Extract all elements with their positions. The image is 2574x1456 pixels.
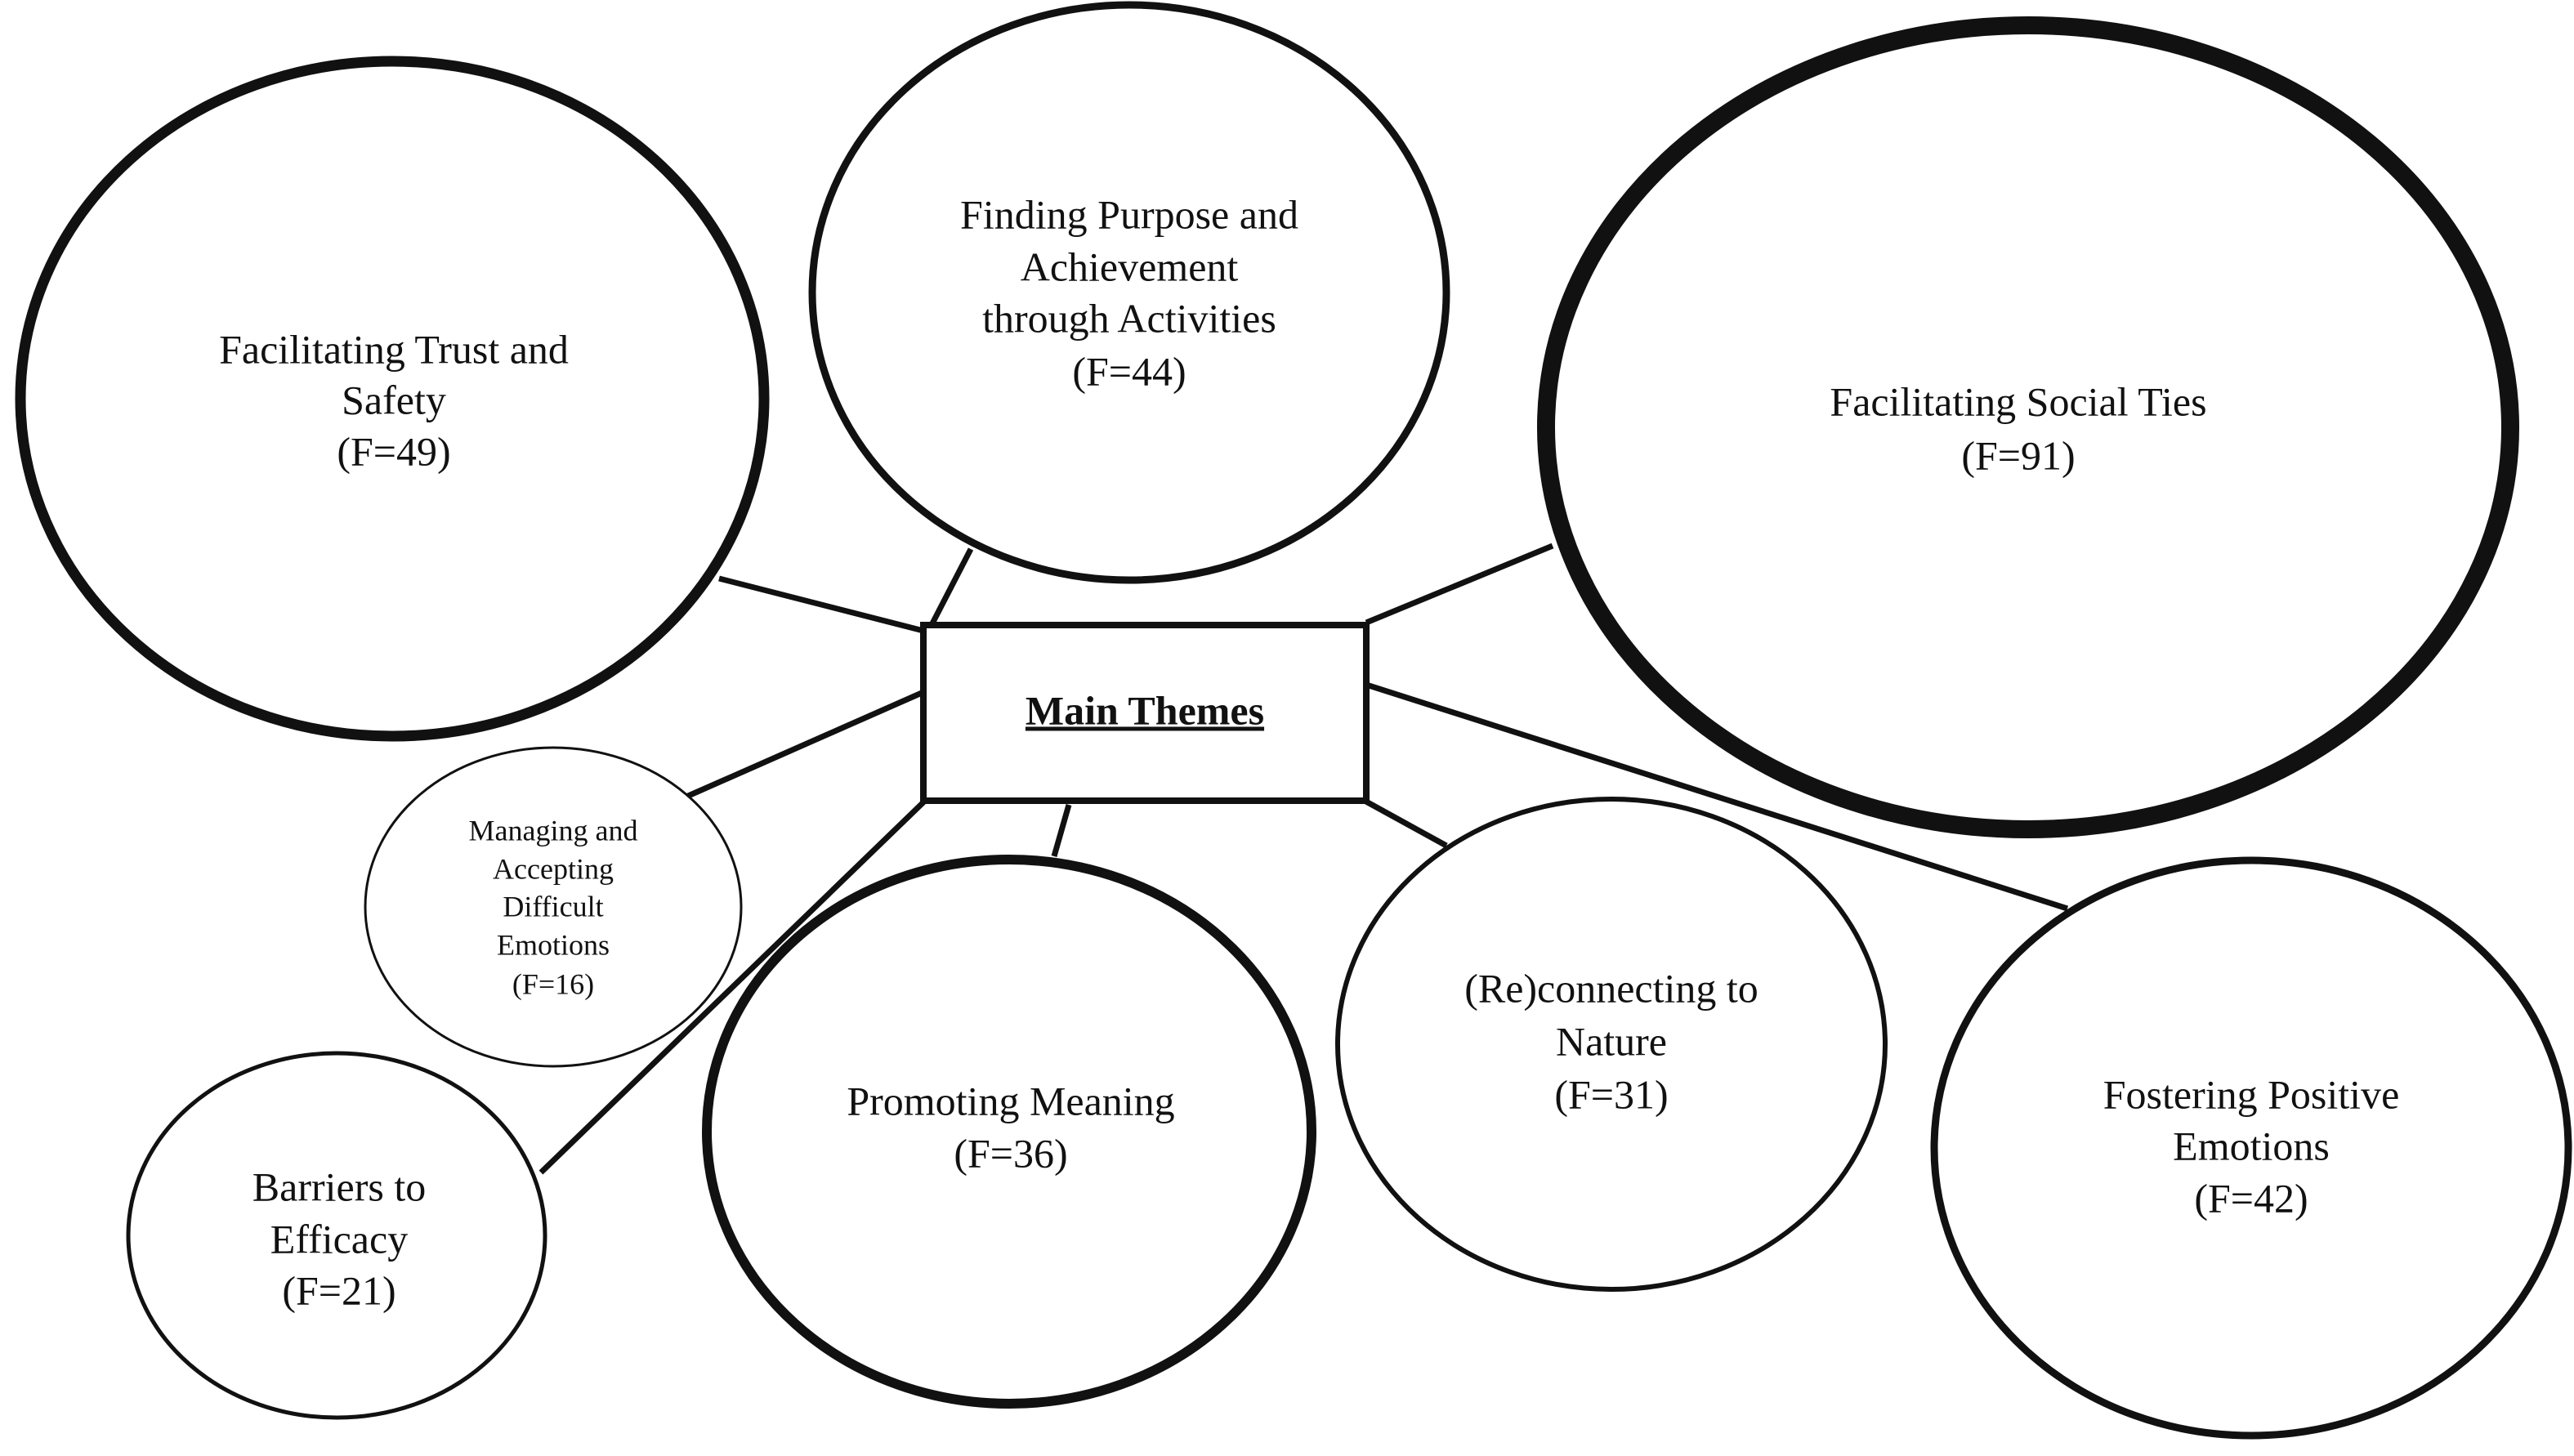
connectors bbox=[538, 543, 2069, 1175]
theme-label-managing-line-1: Managing and bbox=[469, 814, 638, 846]
theme-circle-managing bbox=[364, 746, 743, 1068]
theme-label-nature-line-2: Nature bbox=[1556, 1018, 1667, 1064]
theme-frequency-meaning: (F=36) bbox=[954, 1130, 1067, 1176]
connector-meaning bbox=[1051, 804, 1072, 857]
connector-trust bbox=[718, 575, 924, 634]
theme-label-purpose-line-1: Finding Purpose and bbox=[960, 191, 1298, 237]
theme-label-managing-line-4: Emotions bbox=[497, 928, 610, 961]
theme-frequency-nature: (F=31) bbox=[1554, 1071, 1668, 1117]
theme-frequency-social: (F=91) bbox=[1961, 432, 2075, 478]
theme-frequency-positive: (F=42) bbox=[2194, 1175, 2308, 1221]
theme-node-purpose: Finding Purpose and Achievement through … bbox=[808, 1, 1450, 584]
connector-positive bbox=[1365, 681, 2069, 912]
theme-circle-purpose bbox=[808, 1, 1450, 584]
connector-nature bbox=[1363, 797, 1448, 849]
theme-label-trust-line-2: Safety bbox=[342, 377, 446, 422]
theme-circle-nature bbox=[1335, 797, 1888, 1292]
theme-label-nature-line-1: (Re)connecting to bbox=[1464, 965, 1758, 1011]
theme-node-nature: (Re)connecting to Nature (F=31) bbox=[1335, 797, 1888, 1292]
connector-social bbox=[1365, 543, 1554, 626]
center-box bbox=[920, 622, 1370, 804]
theme-label-trust-line-1: Facilitating Trust and bbox=[219, 326, 569, 372]
center-title: Main Themes bbox=[1026, 687, 1264, 733]
connector-barriers bbox=[538, 798, 927, 1175]
theme-label-social-line-1: Facilitating Social Ties bbox=[1830, 378, 2206, 424]
theme-node-meaning: Promoting Meaning (F=36) bbox=[702, 855, 1316, 1409]
theme-node-positive: Fostering Positive Emotions (F=42) bbox=[1930, 856, 2572, 1440]
theme-frequency-barriers: (F=21) bbox=[282, 1267, 395, 1313]
theme-label-barriers-line-2: Efficacy bbox=[270, 1216, 408, 1262]
theme-label-barriers-line-1: Barriers to bbox=[252, 1163, 426, 1209]
connector-managing bbox=[685, 690, 923, 800]
theme-circle-meaning bbox=[702, 855, 1316, 1409]
theme-node-social: Facilitating Social Ties (F=91) bbox=[1537, 16, 2519, 838]
theme-frequency-managing: (F=16) bbox=[512, 967, 594, 1000]
theme-node-barriers: Barriers to Efficacy (F=21) bbox=[126, 1051, 547, 1420]
theme-node-managing: Managing and Accepting Difficult Emotion… bbox=[364, 746, 743, 1068]
theme-label-managing-line-2: Accepting bbox=[493, 852, 614, 885]
connector-purpose bbox=[928, 547, 974, 627]
theme-label-positive-line-1: Fostering Positive bbox=[2103, 1071, 2400, 1117]
theme-label-managing-line-3: Difficult bbox=[503, 890, 603, 922]
theme-label-purpose-line-3: through Activities bbox=[982, 295, 1276, 341]
center-node: Main Themes bbox=[920, 622, 1370, 804]
theme-frequency-trust: (F=49) bbox=[337, 428, 450, 474]
theme-label-positive-line-2: Emotions bbox=[2173, 1123, 2330, 1168]
theme-node-trust: Facilitating Trust and Safety (F=49) bbox=[15, 56, 770, 742]
theme-circle-trust bbox=[15, 56, 770, 742]
theme-circle-positive bbox=[1930, 856, 2572, 1440]
theme-label-purpose-line-2: Achievement bbox=[1021, 243, 1239, 289]
theme-circle-social bbox=[1537, 16, 2519, 838]
theme-circle-barriers bbox=[126, 1051, 547, 1420]
theme-label-meaning-line-1: Promoting Meaning bbox=[847, 1078, 1174, 1123]
theme-frequency-purpose: (F=44) bbox=[1072, 348, 1186, 394]
